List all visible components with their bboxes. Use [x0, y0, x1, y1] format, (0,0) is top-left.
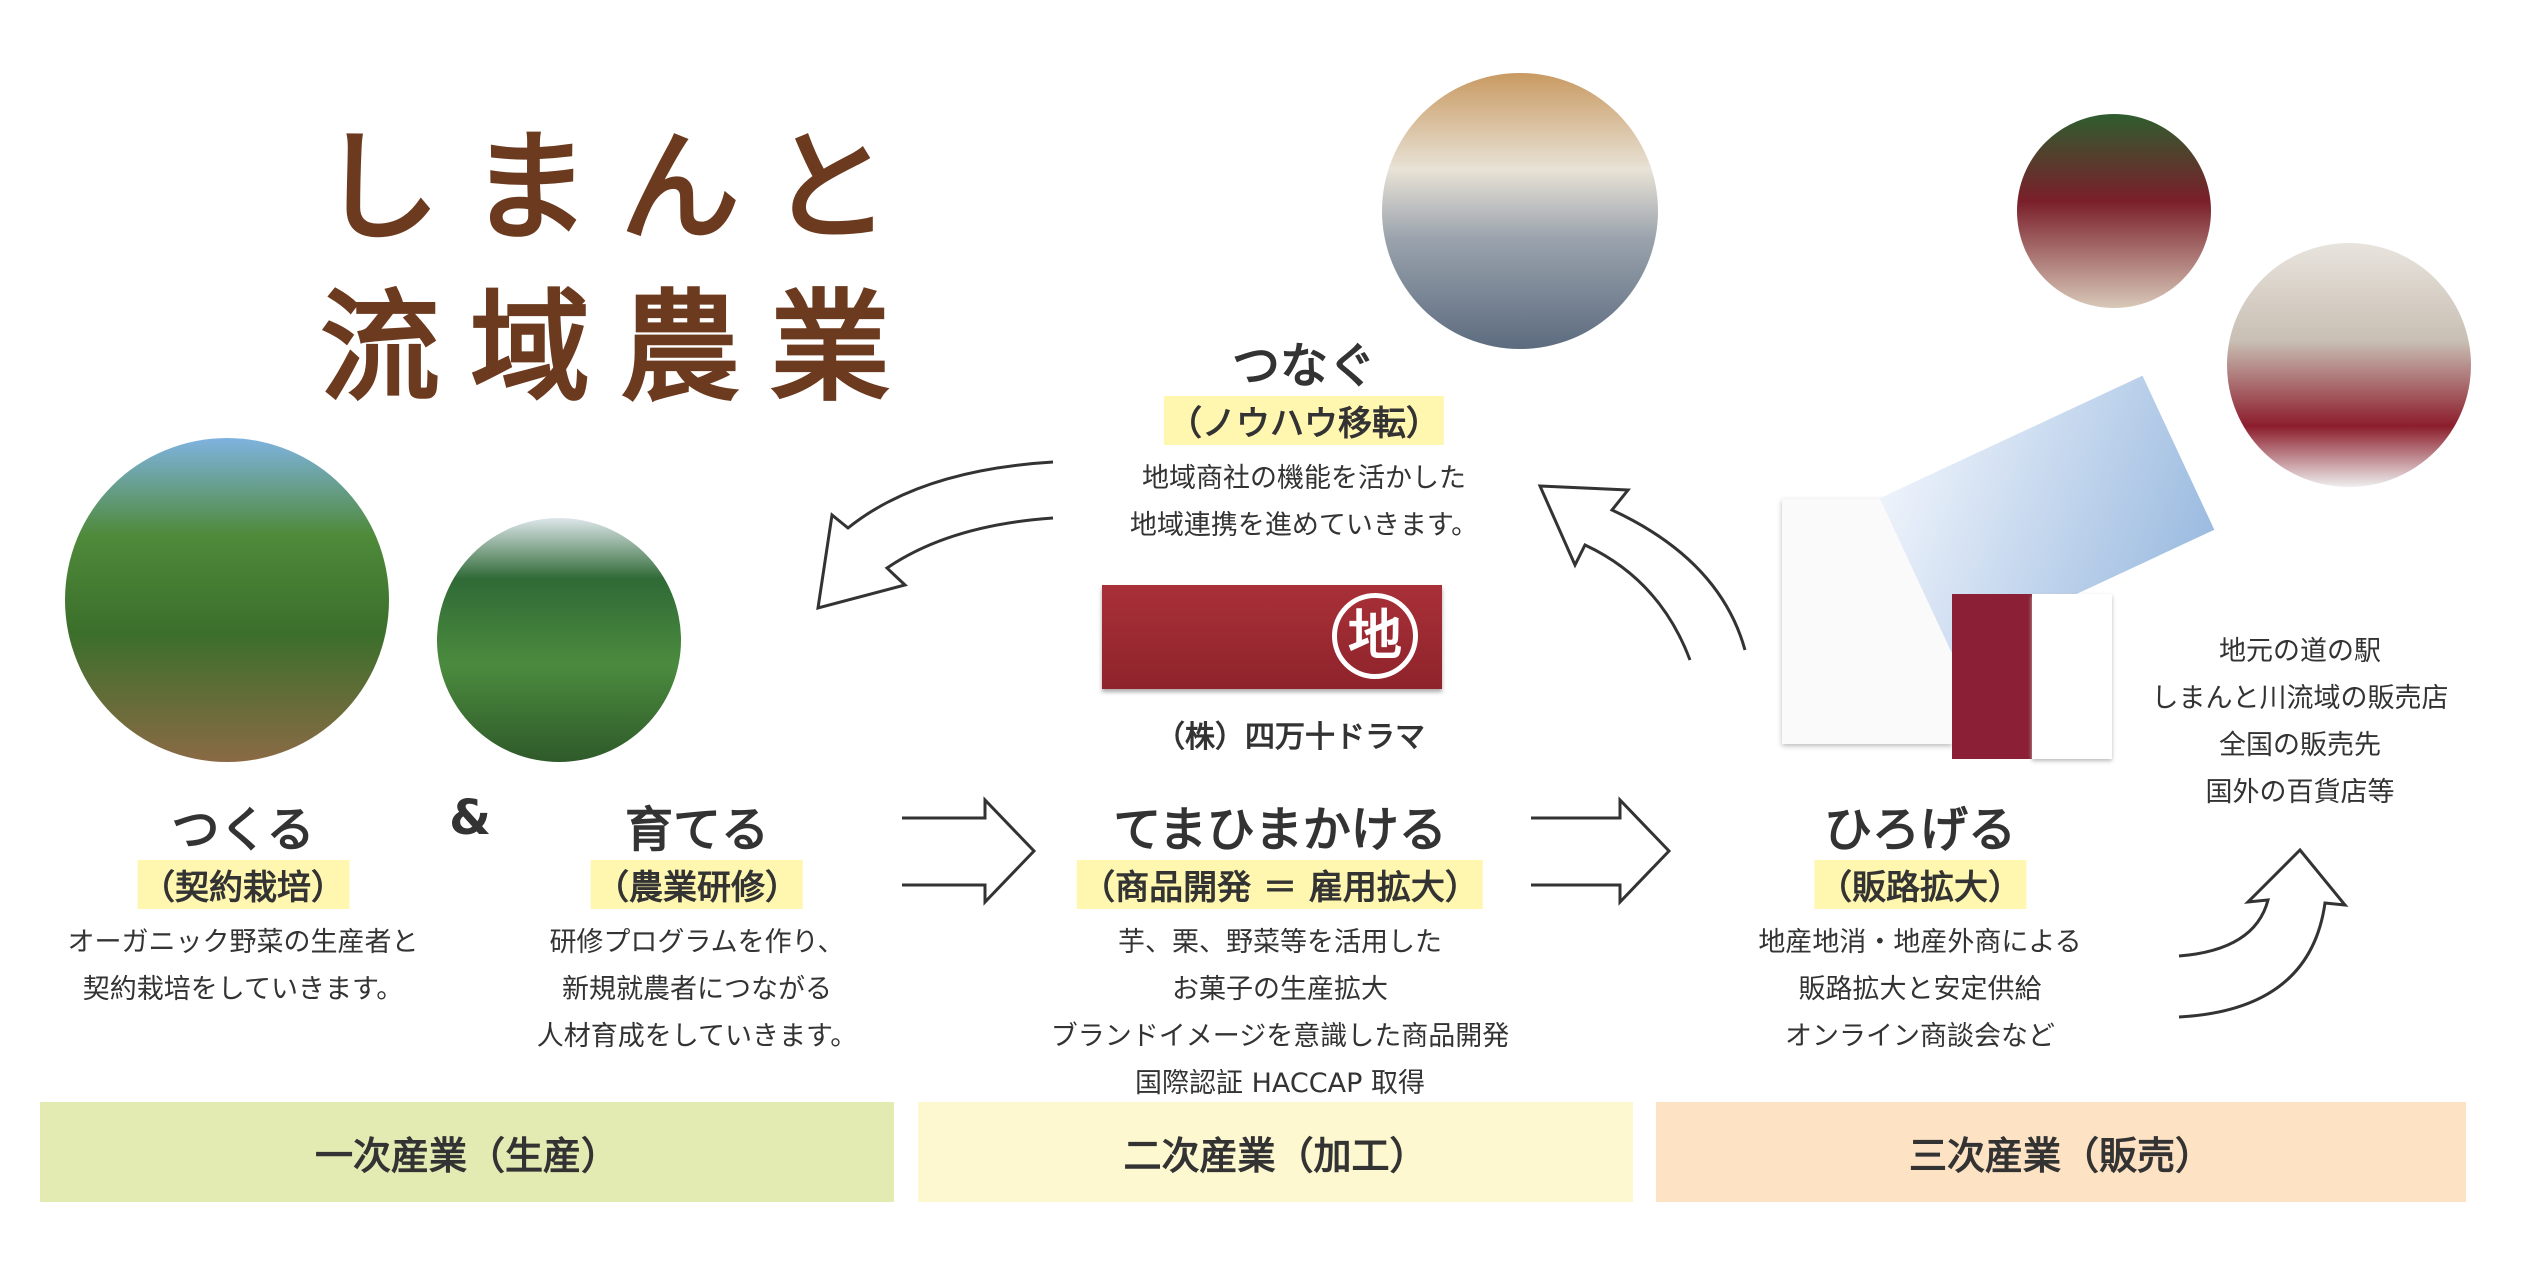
right-arrow-2-icon [1531, 796, 1672, 906]
section-hirogeru: ひろげる （販路拡大） 地産地消・地産外商による 販路拡大と安定供給 オンライン… [1758, 790, 2081, 1060]
sodateru-sub: （農業研修） [591, 860, 803, 909]
hirogeru-desc-3: オンライン商談会など [1784, 1021, 2055, 1052]
hirogeru-desc-1: 地産地消・地産外商による [1758, 927, 2082, 958]
ampersand: & [449, 790, 491, 846]
tsukuru-desc-1: オーガニック野菜の生産者と [67, 927, 419, 958]
tsunagu-desc-2: 地域連携を進めていきます。 [1129, 510, 1479, 541]
section-sodateru: 育てる （農業研修） 研修プログラムを作り、 新規就農者につながる 人材育成をし… [537, 790, 858, 1060]
tsunagu-desc-1: 地域商社の機能を活かした [1142, 463, 1466, 494]
tsunagu-sub: （ノウハウ移転） [1164, 396, 1444, 445]
meeting-photo [1382, 73, 1658, 349]
outlet-4: 国外の百貨店等 [2205, 777, 2395, 808]
outlets-list: 地元の道の駅 しまんと川流域の販売店 全国の販売先 国外の百貨店等 [2152, 628, 2449, 816]
sodateru-heading: 育てる [624, 802, 769, 858]
hirogeru-heading: ひろげる [1823, 802, 2017, 858]
right-arrow-1-icon [902, 796, 1037, 906]
band-tertiary-industry: 三次産業（販売） [1656, 1102, 2466, 1202]
sodateru-desc-2: 新規就農者につながる [562, 974, 832, 1005]
curved-arrow-up-right-icon [2178, 847, 2349, 1019]
outlet-3: 全国の販売先 [2219, 730, 2381, 761]
title-line-1: しまんと [320, 117, 920, 258]
section-tsunagu: つなぐ （ノウハウ移転） 地域商社の機能を活かした 地域連携を進めていきます。 [1130, 326, 1478, 549]
company-logo: 地 [1332, 593, 1418, 679]
temahima-heading: てまひまかける [1113, 802, 1447, 858]
field-training-photo [437, 518, 681, 762]
shop-photo-2 [2227, 243, 2471, 487]
company-name: （株）四万十ドラマ [1155, 720, 1425, 755]
farmers-photo [65, 438, 389, 762]
hirogeru-sub: （販路拡大） [1813, 860, 2026, 909]
temahima-desc-4: 国際認証 HACCAP 取得 [1135, 1068, 1425, 1099]
company-building-image: 地 [1102, 585, 1442, 689]
temahima-desc-3: ブランドイメージを意識した商品開発 [1050, 1021, 1510, 1052]
outlet-2: しまんと川流域の販売店 [2151, 683, 2449, 714]
title-line-2: 流域農業 [320, 277, 920, 418]
tsukuru-sub: （契約栽培） [137, 860, 349, 909]
sodateru-desc-1: 研修プログラムを作り、 [549, 927, 845, 958]
temahima-desc-1: 芋、栗、野菜等を活用した [1118, 927, 1442, 958]
shop-photo-1 [2017, 114, 2211, 308]
curved-arrow-left-icon [816, 460, 1054, 611]
outlet-1: 地元の道の駅 [2219, 636, 2381, 667]
temahima-desc-2: お菓子の生産拡大 [1172, 974, 1388, 1005]
products-image [1782, 375, 2215, 761]
tsukuru-desc-2: 契約栽培をしていきます。 [82, 974, 404, 1005]
temahima-sub: （商品開発 ＝ 雇用拡大） [1077, 860, 1483, 909]
section-temahima: てまひまかける （商品開発 ＝ 雇用拡大） 芋、栗、野菜等を活用した お菓子の生… [1051, 790, 1509, 1107]
hirogeru-desc-2: 販路拡大と安定供給 [1798, 974, 2042, 1005]
tsukuru-heading: つくる [171, 802, 315, 858]
band-primary-industry: 一次産業（生産） [40, 1102, 894, 1202]
curved-arrow-up-icon [1537, 484, 1747, 661]
tsunagu-heading: つなぐ [1231, 338, 1376, 394]
band-secondary-industry: 二次産業（加工） [918, 1102, 1633, 1202]
section-tsukuru: つくる （契約栽培） オーガニック野菜の生産者と 契約栽培をしていきます。 [68, 790, 419, 1013]
sodateru-desc-3: 人材育成をしていきます。 [536, 1021, 858, 1052]
